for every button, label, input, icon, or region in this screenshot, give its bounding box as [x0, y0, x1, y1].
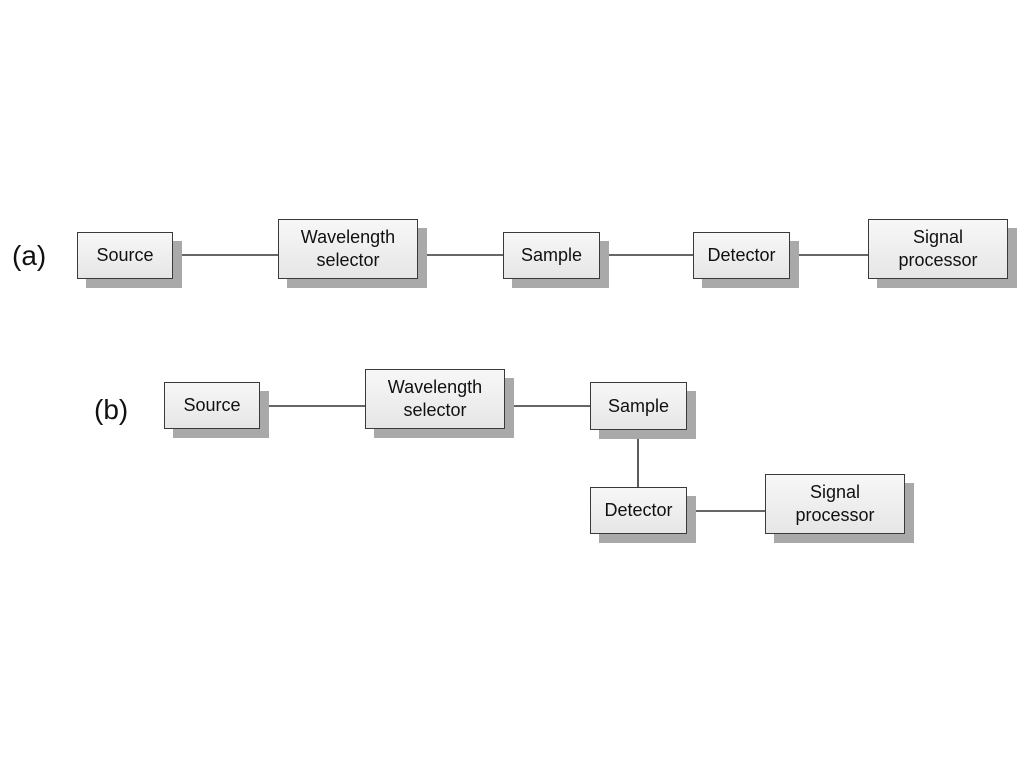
panel-b-detector-box: Detector: [590, 487, 687, 534]
panel-b-label: (b): [94, 394, 129, 425]
panel-a-label: (a): [12, 240, 47, 271]
panel-b-wavelength-selector-box: Wavelength selector: [365, 369, 505, 429]
panel-a-detector-box: Detector: [693, 232, 790, 279]
panel-a-source-box: Source: [77, 232, 173, 279]
panel-b-source-box: Source: [164, 382, 260, 429]
panel-b-sample-box: Sample: [590, 382, 687, 430]
panel-a-wavelength-selector-box: Wavelength selector: [278, 219, 418, 279]
panel-a-sample-box: Sample: [503, 232, 600, 279]
panel-b-signal-processor-box: Signal processor: [765, 474, 905, 534]
panel-a-signal-processor-box: Signal processor: [868, 219, 1008, 279]
